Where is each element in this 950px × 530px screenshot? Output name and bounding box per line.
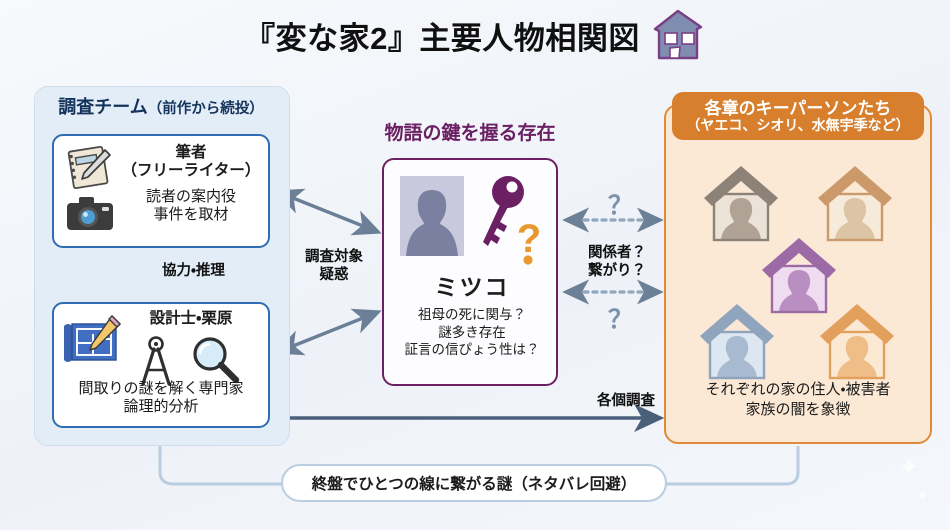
notebook-pen-icon <box>67 145 111 190</box>
writer-desc-line1: 読者の案内役 <box>145 188 236 205</box>
relation-question-label: 関係者？ 繋がり？ <box>574 244 660 280</box>
mitsuko-desc-line2: 謎多き存在 <box>438 324 506 340</box>
bottom-line-right <box>665 446 800 486</box>
key-persons-header-line2: （ヤエコ、シオリ、水無宇季など） <box>686 116 910 133</box>
cooperation-label: 協力・推理 <box>162 263 225 279</box>
key-persons-header-line1: 各章のキーパーソンたち <box>704 98 892 118</box>
key-persons-header: 各章のキーパーソンたち （ヤエコ、シオリ、水無宇季など） <box>672 92 924 140</box>
house-person-icon-orange <box>820 304 894 380</box>
mitsuko-desc-line3: 証言の信ぴょう性は？ <box>404 342 540 358</box>
mitsuko-description: 祖母の死に関与？ 謎多き存在 証言の信ぴょう性は？ <box>384 306 560 359</box>
arrow-writer-to-mitsuko <box>274 188 382 236</box>
house-person-icon-blue <box>700 304 774 380</box>
person-silhouette-icon <box>400 176 464 256</box>
key-persons-description: それぞれの家の住人・被害者 家族の闇を象徴 <box>664 380 932 419</box>
kurihara-desc-line1: 間取りの謎を解く専門家 <box>78 380 244 397</box>
key-icon <box>483 176 524 246</box>
mitsuko-card[interactable]: ? ミツコ 祖母の死に関与？ 謎多き存在 証言の信ぴょう性は？ <box>382 158 558 386</box>
sparkle-icon-small: ✦ <box>916 488 930 505</box>
kurihara-card[interactable]: 設計士・栗原 間取りの謎を解く専門家 論理的分析 <box>52 302 270 428</box>
investigation-team-heading-sub: （前作から続投） <box>147 101 264 117</box>
crooked-house-icon <box>653 9 703 60</box>
bottom-summary-pill[interactable]: 終盤でひとつの線に繋がる謎（ネタバレ回避） <box>281 464 667 502</box>
writer-description: 読者の案内役 事件を取材 <box>116 188 266 225</box>
writer-name: 筆者 （フリーライター） <box>116 144 266 181</box>
house-person-icon-tan <box>818 166 892 242</box>
page-title-text: 『変な家2』主要人物相関図 <box>244 20 640 56</box>
svg-text:?: ? <box>517 217 541 261</box>
question-mark-upper: ？ <box>608 192 634 220</box>
magnifier-icon <box>193 337 240 384</box>
house-person-icon-gray <box>704 166 778 242</box>
bottom-line-left <box>158 444 283 486</box>
kurihara-desc-line2: 論理的分析 <box>123 398 199 416</box>
writer-card[interactable]: 筆者 （フリーライター） 読者の案内役 事件を取材 <box>52 134 270 248</box>
arrow-kurihara-to-mitsuko <box>274 308 382 356</box>
blueprint-pencil-icon <box>64 315 121 362</box>
relation-question-line1: 関係者？ <box>588 245 646 261</box>
house-person-icon-purple <box>762 238 836 314</box>
camera-icon <box>67 197 113 230</box>
sparkle-icon: ✦ <box>898 452 920 482</box>
compass-divider-icon <box>141 336 171 386</box>
story-key-heading: 物語の鍵を握る存在 <box>384 123 556 144</box>
investigation-team-heading: 調査チーム（前作から続投） <box>34 93 288 119</box>
key-persons-desc-line1: それぞれの家の住人・被害者 <box>705 381 891 398</box>
writer-desc-line2: 事件を取材 <box>153 206 229 224</box>
mitsuko-desc-line1: 祖母の死に関与？ <box>418 307 526 322</box>
writer-name-line1: 筆者 <box>175 144 207 161</box>
kurihara-description: 間取りの謎を解く専門家 論理的分析 <box>60 380 262 417</box>
relation-question-line2: 繋がり？ <box>588 263 646 280</box>
investigation-target-label: 調査対象 疑惑 <box>288 248 380 284</box>
kurihara-name: 設計士・栗原 <box>149 310 233 327</box>
bottom-summary-text: 終盤でひとつの線に繋がる謎（ネタバレ回避） <box>311 476 637 493</box>
question-mark-icon: ? <box>517 217 541 265</box>
page-title: 『変な家2』主要人物相関図 <box>0 8 950 62</box>
individual-investigation-label: 各個調査 <box>597 393 655 409</box>
investigation-target-label-line2: 疑惑 <box>319 267 349 284</box>
key-persons-desc-line2: 家族の闇を象徴 <box>745 400 851 418</box>
mitsuko-name: ミツコ <box>434 274 510 300</box>
investigation-team-heading-main: 調査チーム <box>58 97 148 117</box>
question-mark-lower: ？ <box>608 306 634 334</box>
writer-name-line2: （フリーライター） <box>121 162 261 180</box>
investigation-target-label-line1: 調査対象 <box>305 249 363 265</box>
